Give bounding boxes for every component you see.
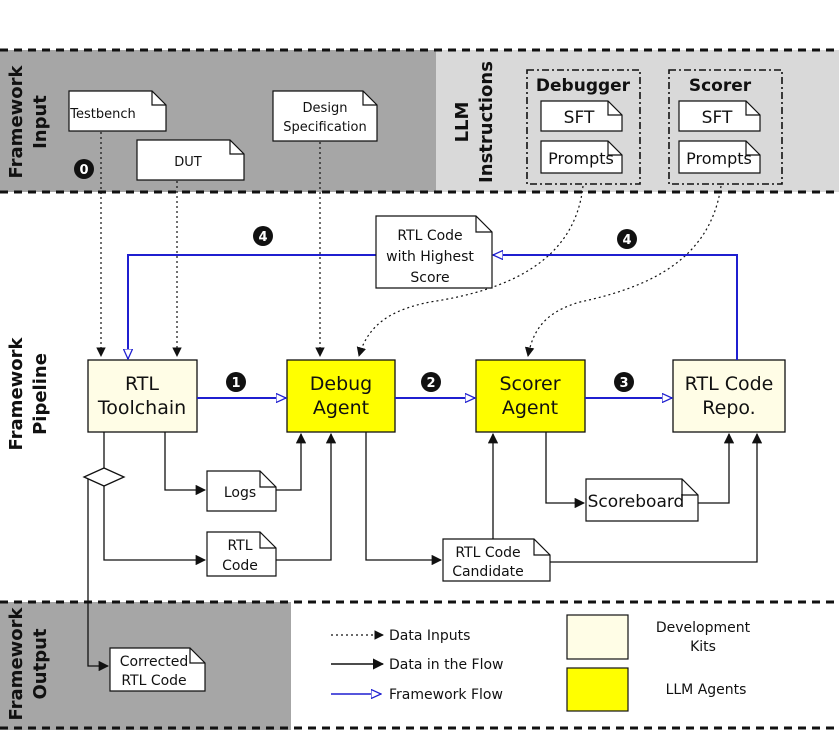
highest-score-label-1: RTL Code <box>397 228 462 244</box>
testbench-doc: Testbench <box>68 90 167 132</box>
candidate-doc: RTL Code Candidate <box>442 538 551 582</box>
decision-diamond <box>82 467 126 487</box>
step-1-label: 1 <box>231 376 240 391</box>
scoreboard-to-repo-arrow <box>698 432 735 504</box>
data-input-arrows <box>96 132 722 357</box>
legend-framework-flow: Framework Flow <box>389 687 503 703</box>
debugger-prompts-label: Prompts <box>548 149 614 168</box>
debugger-sft-doc <box>540 100 623 132</box>
debugger-prompts-doc <box>540 140 623 174</box>
scorer-agent-label-1: Scorer <box>499 373 560 395</box>
step-1-marker: 1 <box>226 372 246 392</box>
candidate-to-repo-arrow <box>550 432 763 563</box>
legend-dev-kit-swatch <box>566 614 629 660</box>
flow-4-back-arrow <box>128 254 376 359</box>
decision-to-rtl-code-arrow <box>103 486 207 566</box>
debugger-sft-label: SFT <box>564 108 595 128</box>
step-0-label: 0 <box>79 163 88 178</box>
legend: Data Inputs Data in the Flow Framework F… <box>331 614 751 712</box>
toolchain-label-2: Toolchain <box>97 397 186 419</box>
step-4a-label: 4 <box>258 230 267 245</box>
design-spec-label-1: Design <box>303 101 348 116</box>
legend-data-inputs: Data Inputs <box>389 628 470 644</box>
dut-label: DUT <box>174 155 202 170</box>
step-4b-label: 4 <box>622 233 631 248</box>
scorer-agent-node: Scorer Agent <box>475 359 586 433</box>
rtl-code-to-debug-arrow <box>276 432 337 561</box>
legend-llm-agents: LLM Agents <box>666 682 747 698</box>
design-spec-doc: Design Specification <box>272 90 378 142</box>
debugger-title: Debugger <box>536 76 631 96</box>
highest-score-label-2: with Highest <box>386 249 474 265</box>
step-4b-marker: 4 <box>617 229 637 249</box>
scorer-to-scoreboard-arrow <box>545 432 586 509</box>
input-section-label-1: Framework <box>6 64 27 178</box>
llm-section-bg <box>436 50 839 192</box>
highest-score-label-3: Score <box>410 270 449 286</box>
logs-doc: Logs <box>206 470 277 512</box>
design-spec-label-2: Specification <box>283 120 366 135</box>
rtl-code-doc: RTL Code <box>206 531 277 577</box>
step-3-label: 3 <box>619 376 628 391</box>
rtl-toolchain-node: RTL Toolchain <box>87 359 198 433</box>
scorer-group: Scorer SFT Prompts <box>668 69 783 185</box>
llm-section-label-1: LLM <box>452 102 473 143</box>
scorer-agent-label-2: Agent <box>502 397 558 419</box>
rtl-code-repo-node: RTL Code Repo. <box>672 359 786 433</box>
debug-to-candidate-arrow <box>365 432 443 566</box>
dut-doc: DUT <box>136 139 245 181</box>
scorer-title: Scorer <box>689 76 752 96</box>
decision-to-corrected-arrow <box>87 476 110 672</box>
logs-label: Logs <box>224 485 256 501</box>
debugger-group: Debugger SFT Prompts <box>526 69 641 185</box>
scorer-sft-label: SFT <box>702 108 733 128</box>
scorer-sft-doc <box>678 100 761 132</box>
step-0-marker: 0 <box>74 159 94 179</box>
step-2-label: 2 <box>426 376 435 391</box>
legend-dev-kits-1: Development <box>656 620 751 636</box>
corrected-label-1: Corrected <box>120 654 189 670</box>
legend-agent-swatch <box>566 667 629 712</box>
debug-agent-label-2: Agent <box>313 397 369 419</box>
debugger-to-debug-agent-arrow <box>356 185 584 357</box>
repo-label-2: Repo. <box>702 397 755 419</box>
toolchain-label-1: RTL <box>125 373 159 395</box>
repo-label-1: RTL Code <box>685 373 774 395</box>
rtl-code-label-2: Code <box>222 558 258 574</box>
step-3-marker: 3 <box>614 372 634 392</box>
candidate-label-1: RTL Code <box>455 545 520 561</box>
candidate-label-2: Candidate <box>452 564 524 580</box>
step-2-marker: 2 <box>421 372 441 392</box>
scorer-prompts-doc <box>678 140 761 174</box>
corrected-label-2: RTL Code <box>121 673 186 689</box>
framework-flow-arrows <box>128 254 738 398</box>
legend-data-flow: Data in the Flow <box>389 657 503 673</box>
corrected-rtl-doc: Corrected RTL Code <box>109 647 206 692</box>
scoreboard-doc: Scoreboard <box>585 478 699 522</box>
scorer-prompts-label: Prompts <box>686 149 752 168</box>
logs-to-debug-arrow <box>276 432 307 491</box>
debug-agent-node: Debug Agent <box>286 359 396 433</box>
llm-section-label-2: Instructions <box>476 61 497 183</box>
step-4a-marker: 4 <box>253 226 273 246</box>
output-section-label-1: Framework <box>6 606 27 720</box>
input-section-label-2: Input <box>30 95 51 149</box>
scoreboard-label: Scoreboard <box>588 492 685 512</box>
legend-dev-kits-2: Kits <box>690 639 716 655</box>
toolchain-to-logs-arrow <box>164 432 207 496</box>
rtl-code-label-1: RTL <box>227 538 252 554</box>
pipeline-section-label-1: Framework <box>6 336 27 450</box>
testbench-label: Testbench <box>69 107 135 122</box>
pipeline-section-label-2: Pipeline <box>30 353 51 435</box>
flow-4-return-arrow <box>493 255 738 360</box>
scorer-instr-to-scorer-agent-arrow <box>524 185 722 357</box>
data-flow-arrows <box>87 432 763 672</box>
highest-score-doc: RTL Code with Highest Score <box>375 215 493 289</box>
output-section-label-2: Output <box>30 628 51 699</box>
debug-agent-label-1: Debug <box>310 373 372 395</box>
